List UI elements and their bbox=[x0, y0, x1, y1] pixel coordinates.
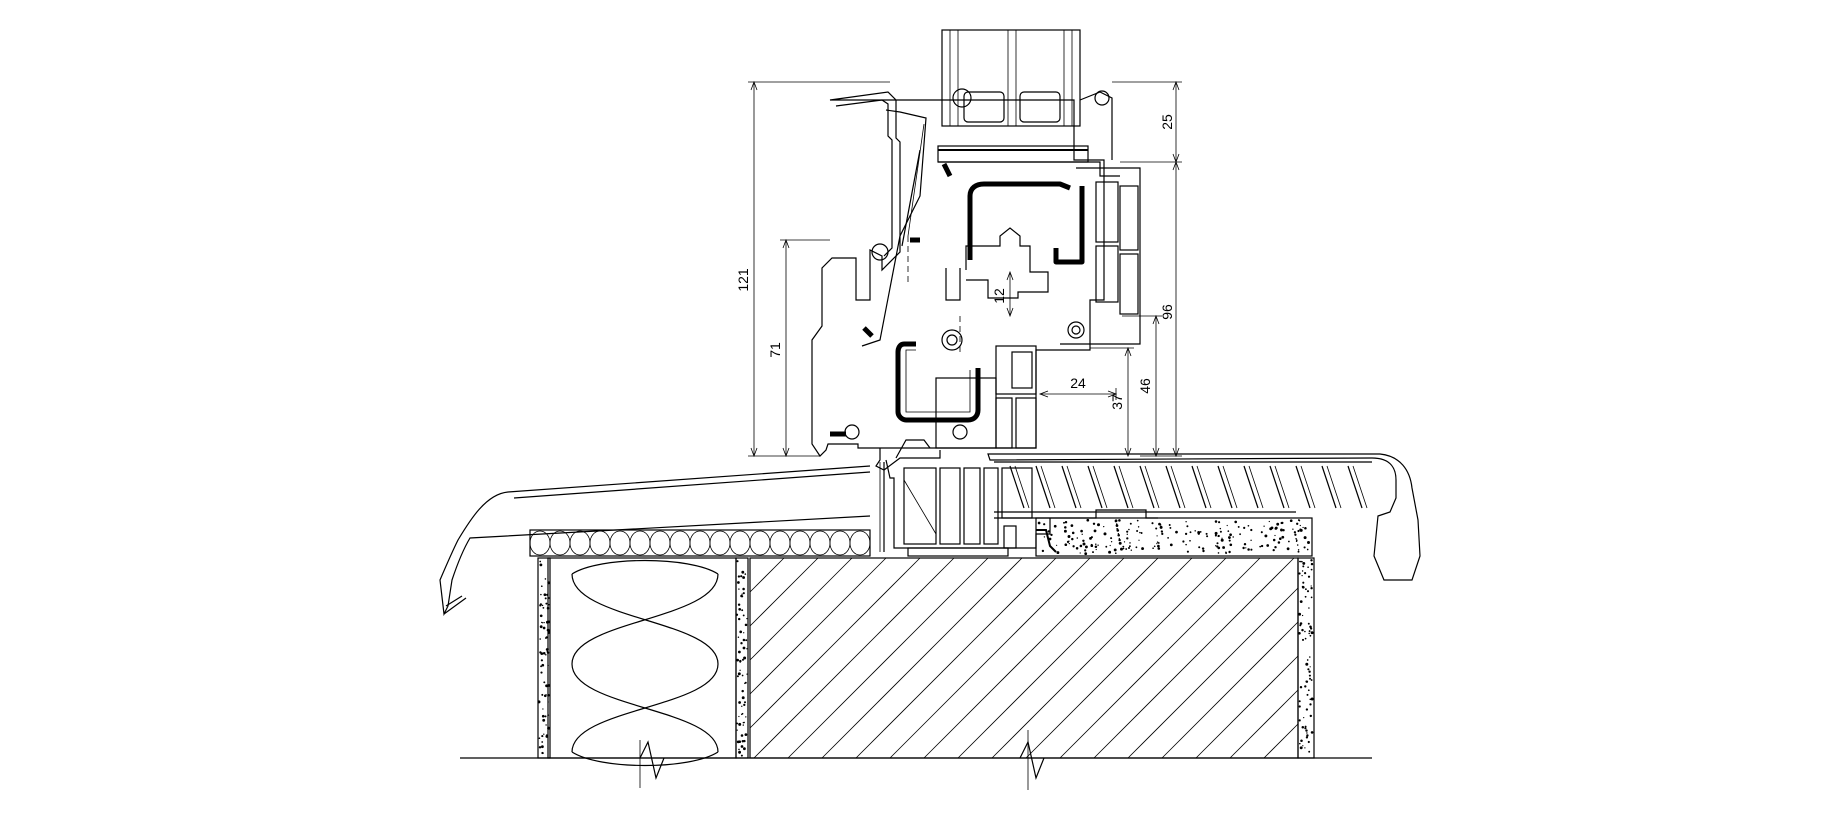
centre-lines bbox=[907, 236, 961, 356]
dim-46-label: 46 bbox=[1137, 378, 1153, 394]
dim-37-label: 37 bbox=[1109, 394, 1125, 410]
exterior-sill bbox=[439, 465, 871, 617]
insulation-layer bbox=[537, 557, 749, 767]
break-lines bbox=[460, 730, 1372, 790]
window-frame-profile bbox=[811, 29, 1141, 557]
dim-24-label: 24 bbox=[1070, 375, 1086, 391]
sealing-foam-strip bbox=[529, 529, 871, 557]
interior-sill-board bbox=[987, 453, 1421, 581]
masonry-block bbox=[749, 557, 1315, 759]
dim-121-label: 121 bbox=[735, 268, 751, 292]
dim-12-label: 12 bbox=[991, 288, 1007, 304]
dim-25-label: 25 bbox=[1159, 114, 1175, 130]
dim-96-label: 96 bbox=[1159, 304, 1175, 320]
dimension-labels: 121 71 25 96 46 37 24 12 bbox=[735, 114, 1175, 410]
dim-71-label: 71 bbox=[767, 342, 783, 358]
dimension-lines bbox=[748, 80, 1182, 458]
